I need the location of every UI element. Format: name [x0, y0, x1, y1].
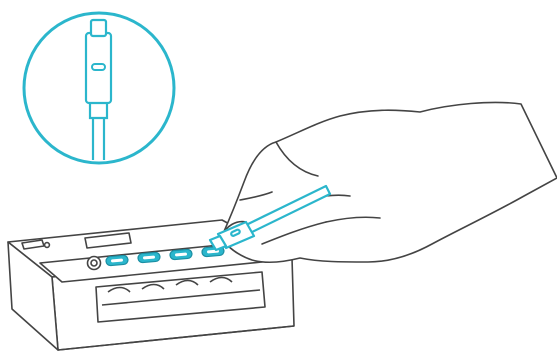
hand-icon: [222, 102, 557, 262]
usb-c-connector-icon: [24, 13, 174, 163]
